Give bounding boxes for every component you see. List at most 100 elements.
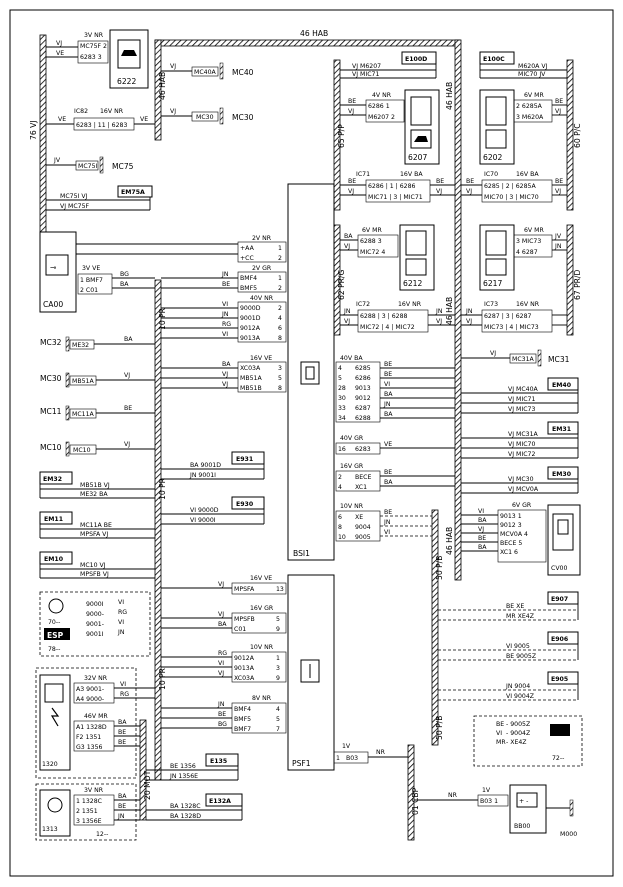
svg-text:VJ MC31A: VJ MC31A: [508, 431, 539, 438]
svg-text:6283: 6283: [355, 446, 371, 453]
svg-text:3V VE: 3V VE: [82, 265, 100, 272]
bus-67prd: [566, 224, 574, 336]
group-1320: [35, 667, 137, 779]
svg-text:9001D: 9001D: [240, 315, 261, 322]
svg-text:EM32: EM32: [43, 476, 62, 483]
bus-76vj-label: 76 VJ: [29, 120, 38, 140]
conn-6222-top: 3V NR: [84, 32, 104, 39]
svg-text:+AA: +AA: [240, 245, 255, 252]
bus-50pb-label-top: 50 P/B: [435, 556, 444, 580]
svg-text:EM10: EM10: [44, 556, 64, 563]
svg-text:EM40: EM40: [552, 382, 572, 389]
ground-mc30: MC30: [40, 374, 62, 383]
svg-text:VJ M6207: VJ M6207: [352, 63, 381, 70]
block-6222-code: 6222: [117, 77, 136, 86]
svg-text:VJ: VJ: [348, 188, 354, 195]
svg-text:JN 1356E: JN 1356E: [169, 773, 198, 780]
bus-65pp-label: 65 P/P: [337, 124, 346, 148]
svg-text:JN: JN: [465, 308, 473, 315]
svg-text:BA: BA: [478, 517, 487, 524]
svg-text:VI 9004Z: VI 9004Z: [506, 693, 534, 700]
bus-60pc: [566, 59, 574, 211]
svg-text:1: 1: [276, 655, 280, 662]
svg-text:6217: 6217: [483, 279, 502, 288]
svg-text:MC75I: MC75I: [78, 163, 98, 170]
svg-text:⊸: ⊸: [50, 263, 56, 272]
svg-text:10: 10: [338, 534, 346, 541]
svg-text:6287 | 3 | 6287: 6287 | 3 | 6287: [484, 313, 532, 320]
svg-text:MIC72 | 4 | MIC72: MIC72 | 4 | MIC72: [360, 324, 415, 331]
svg-text:BE: BE: [118, 729, 126, 736]
svg-text:E100D: E100D: [405, 56, 427, 63]
svg-text:2: 2: [338, 474, 342, 481]
bus-50pb: [431, 509, 439, 746]
svg-text:MB51A: MB51A: [72, 378, 94, 385]
svg-text:MC10: MC10: [73, 447, 91, 454]
svg-text:6286 | 1 | 6286: 6286 | 1 | 6286: [368, 183, 416, 190]
svg-text:BG: BG: [218, 721, 227, 728]
svg-text:B03: B03: [346, 755, 358, 762]
svg-text:9012A: 9012A: [234, 655, 255, 662]
svg-text:9000-: 9000-: [86, 611, 104, 618]
svg-text:MR XE4Z: MR XE4Z: [506, 613, 534, 620]
svg-text:JN: JN: [217, 701, 225, 708]
svg-text:6207: 6207: [408, 153, 427, 162]
bus-01cbp-label: 01 CBP: [411, 787, 420, 815]
conn-6207: 4V NR: [372, 92, 392, 99]
svg-text:33: 33: [338, 405, 346, 412]
svg-text:JN: JN: [117, 629, 125, 636]
svg-text:IC72: IC72: [356, 301, 370, 308]
svg-text:E132A: E132A: [209, 798, 231, 805]
svg-text:3: 3: [278, 365, 282, 372]
svg-text:RG: RG: [222, 321, 231, 328]
svg-text:BE: BE: [124, 405, 132, 412]
svg-text:5: 5: [278, 375, 282, 382]
svg-text:BE: BE: [384, 469, 392, 476]
svg-text:VJ: VJ: [344, 243, 350, 250]
svg-text:4: 4: [338, 484, 342, 491]
svg-text:VJ: VJ: [490, 350, 496, 357]
svg-text:BECE 5: BECE 5: [500, 540, 522, 547]
svg-text:VI: VI: [120, 681, 126, 688]
svg-text:VI 9000I: VI 9000I: [190, 517, 216, 524]
svg-text:VJ: VJ: [222, 371, 228, 378]
svg-text:E135: E135: [210, 758, 227, 765]
svg-text:B03 1: B03 1: [480, 798, 498, 805]
svg-text:EM75A: EM75A: [121, 189, 145, 196]
svg-text:RG: RG: [118, 609, 127, 616]
bus-76vj: [39, 34, 47, 236]
svg-text:BE: BE: [436, 178, 444, 185]
ref-e931: [231, 451, 265, 465]
svg-text:NR: NR: [376, 749, 386, 756]
svg-text:9004: 9004: [355, 524, 371, 531]
svg-text:BE: BE: [348, 98, 356, 105]
ref-e930: [231, 496, 265, 510]
svg-text:JN: JN: [221, 271, 229, 278]
svg-text:6288 | 3 | 6288: 6288 | 3 | 6288: [360, 313, 408, 320]
svg-text:6V MR: 6V MR: [524, 227, 544, 234]
svg-text:MC31A: MC31A: [512, 356, 535, 363]
svg-text:BMF5: BMF5: [240, 285, 257, 292]
svg-text:BE: BE: [466, 178, 474, 185]
svg-text:16V VE: 16V VE: [250, 575, 272, 582]
svg-text:BA 1328D: BA 1328D: [170, 813, 201, 820]
svg-text:JN: JN: [343, 308, 351, 315]
svg-text:VI: VI: [222, 301, 228, 308]
svg-text:VI 9005: VI 9005: [506, 643, 530, 650]
svg-text:E931: E931: [236, 456, 253, 463]
svg-text:MIC70 | 3 | MIC70: MIC70 | 3 | MIC70: [484, 194, 539, 201]
ground-mc10: MC10: [40, 443, 62, 452]
svg-text:MB51B: MB51B: [240, 385, 262, 392]
svg-text:JN: JN: [383, 401, 391, 408]
svg-text:JN: JN: [383, 519, 391, 526]
svg-text:2 6285A: 2 6285A: [516, 103, 543, 110]
svg-text:1: 1: [278, 245, 282, 252]
svg-text:MIC72 4: MIC72 4: [360, 249, 385, 256]
svg-text:JN 9004: JN 9004: [505, 683, 530, 690]
svg-text:9013A: 9013A: [240, 335, 261, 342]
bus-46hab-left-label: 46 HAB: [158, 72, 167, 100]
svg-text:12--: 12--: [96, 831, 108, 838]
svg-text:9013: 9013: [355, 385, 371, 392]
svg-text:9012: 9012: [355, 395, 371, 402]
